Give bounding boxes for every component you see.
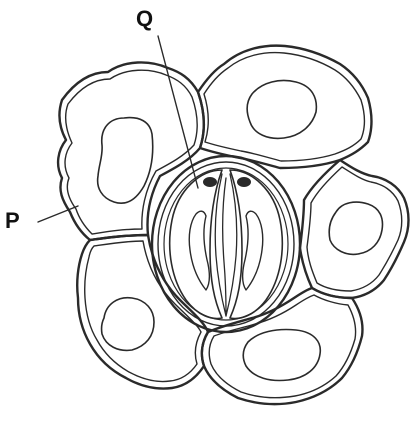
- nucleus-left: [203, 177, 217, 187]
- epidermal-cell-top-left: [58, 62, 204, 240]
- nucleus-right: [237, 177, 251, 187]
- label-p: P: [5, 210, 20, 232]
- epidermal-cell-top-right: [198, 46, 371, 168]
- label-q: Q: [136, 8, 153, 30]
- guard-cell-right: [230, 170, 282, 318]
- stomatal-pore: [215, 174, 237, 316]
- epidermal-cell-right: [300, 160, 409, 298]
